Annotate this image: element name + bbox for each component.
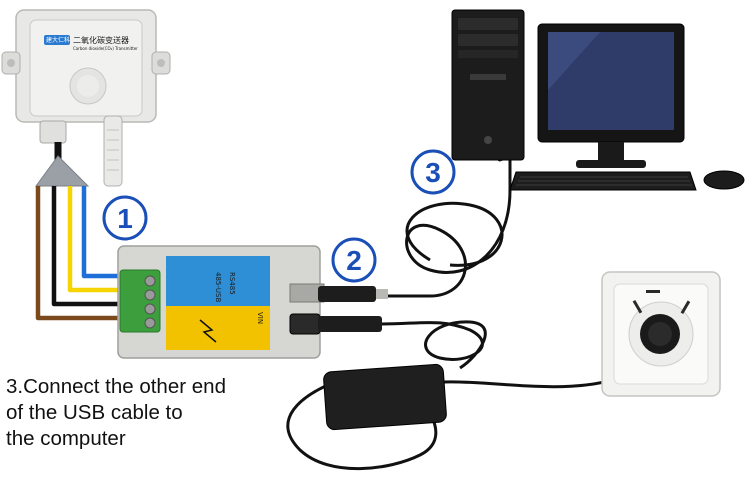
cable-split-sleeve (35, 155, 90, 187)
badge-number-3: 3 (425, 157, 441, 188)
computer (451, 9, 745, 191)
pc-tower (451, 9, 525, 161)
caption-line-1: 3.Connect the other end (6, 375, 226, 398)
co2-sensor: 建大仁科 二氧化碳变送器 Carbon dioxide(CO₂) Transmi… (1, 9, 171, 187)
dc-cable (381, 320, 487, 370)
monitor-neck (598, 142, 624, 162)
drive-bay-2 (458, 34, 518, 46)
plug-center (648, 322, 672, 346)
probe-vents (107, 129, 119, 171)
socket-holes (632, 290, 691, 315)
wire-brown (35, 186, 140, 321)
sensor-title: 二氧化碳变送器 (73, 35, 129, 45)
converter-label-blue (166, 256, 270, 306)
usb-cable-loop (405, 201, 504, 267)
polarity-mark (199, 319, 217, 343)
converter-label-a: 485-USB (214, 272, 222, 302)
badge-ring-3 (410, 149, 456, 195)
keyboard-keys (516, 176, 692, 186)
power-adapter (323, 363, 447, 431)
drive-bay-3 (458, 50, 518, 58)
power-cables (286, 316, 667, 471)
sensor-subtitle: Carbon dioxide(CO₂) Transmitter (73, 46, 138, 51)
usb-cable (388, 158, 512, 298)
converter-label-b: RS485 (228, 272, 236, 295)
caption-line-3: the computer (6, 427, 126, 450)
wall-socket (601, 271, 721, 397)
converter-label-yellow (166, 306, 270, 350)
usb-plug-metal-module (376, 289, 388, 299)
badge-1: 1 (102, 195, 148, 241)
wire-black (51, 186, 140, 307)
wire-yellow (67, 186, 140, 293)
usb-485-converter: 485-USB RS485 VIN (117, 245, 325, 359)
dc-jack (289, 313, 321, 335)
badge-ring-1 (102, 195, 148, 241)
badge-number-2: 2 (346, 245, 362, 276)
terminal-screws (144, 275, 156, 329)
monitor-base (576, 160, 646, 168)
mount-hole-right (157, 59, 165, 67)
badge-number-1: 1 (117, 203, 133, 234)
ac-cable-left (286, 378, 438, 471)
badge-ring-2 (331, 237, 377, 283)
usb-plug-module (318, 286, 376, 302)
cable-gland (39, 120, 67, 144)
screen-glare (548, 32, 600, 90)
sensor-window-inner (77, 75, 99, 97)
mouse (703, 170, 745, 190)
step-caption: 3.Connect the other end of the USB cable… (6, 374, 306, 452)
drive-bay-1 (458, 18, 518, 30)
badge-3: 3 (410, 149, 456, 195)
brand-logo-text: 建大仁科 (46, 36, 70, 44)
sensor-wires (35, 186, 140, 321)
badge-2: 2 (331, 237, 377, 283)
dc-plug (318, 316, 382, 332)
mount-hole-left (7, 59, 15, 67)
humidity-probe (103, 115, 123, 187)
caption-line-2: of the USB cable to (6, 401, 183, 424)
power-button (484, 136, 492, 144)
converter-label-c: VIN (256, 312, 264, 324)
brand-logo (44, 35, 70, 45)
tower-badge (470, 74, 506, 80)
